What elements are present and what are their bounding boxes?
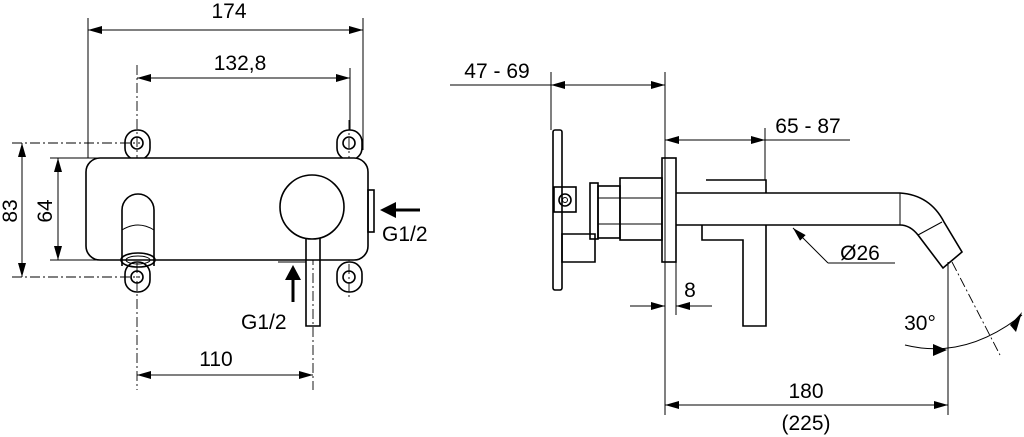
dim-label-diameter-26: Ø26 xyxy=(840,242,880,265)
cover-plate xyxy=(85,157,369,261)
dim-label-180: 180 xyxy=(788,380,823,403)
dim-label-110: 110 xyxy=(199,348,232,371)
dim-label-47-69: 47 - 69 xyxy=(464,60,529,83)
dim-label-8: 8 xyxy=(684,279,696,302)
wall-flange xyxy=(661,157,677,263)
inlet-arrow-side xyxy=(380,202,420,218)
inlet-label-side: G1/2 xyxy=(382,223,428,246)
dim-label-174: 174 xyxy=(211,0,246,23)
inlet-arrow-bottom xyxy=(285,265,301,302)
spout xyxy=(676,192,964,270)
dim-label-65-87: 65 - 87 xyxy=(775,115,840,138)
mounting-lugs xyxy=(124,129,363,293)
side-view: 47 - 69 65 - 87 8 Ø26 180 (225) 30° xyxy=(450,60,1023,435)
inlet-label-bottom: G1/2 xyxy=(241,311,287,334)
side-lever xyxy=(701,225,767,327)
front-view: 174 132,8 83 64 110 G1/2 G1/2 xyxy=(0,0,428,390)
mixer-handle xyxy=(278,174,345,327)
dim-label-83: 83 xyxy=(0,199,22,222)
dim-label-225: (225) xyxy=(781,412,830,435)
spout-outlet xyxy=(120,193,156,268)
dim-label-132-8: 132,8 xyxy=(214,52,267,75)
angle-label-30: 30° xyxy=(904,312,936,335)
dim-label-64: 64 xyxy=(34,199,57,223)
